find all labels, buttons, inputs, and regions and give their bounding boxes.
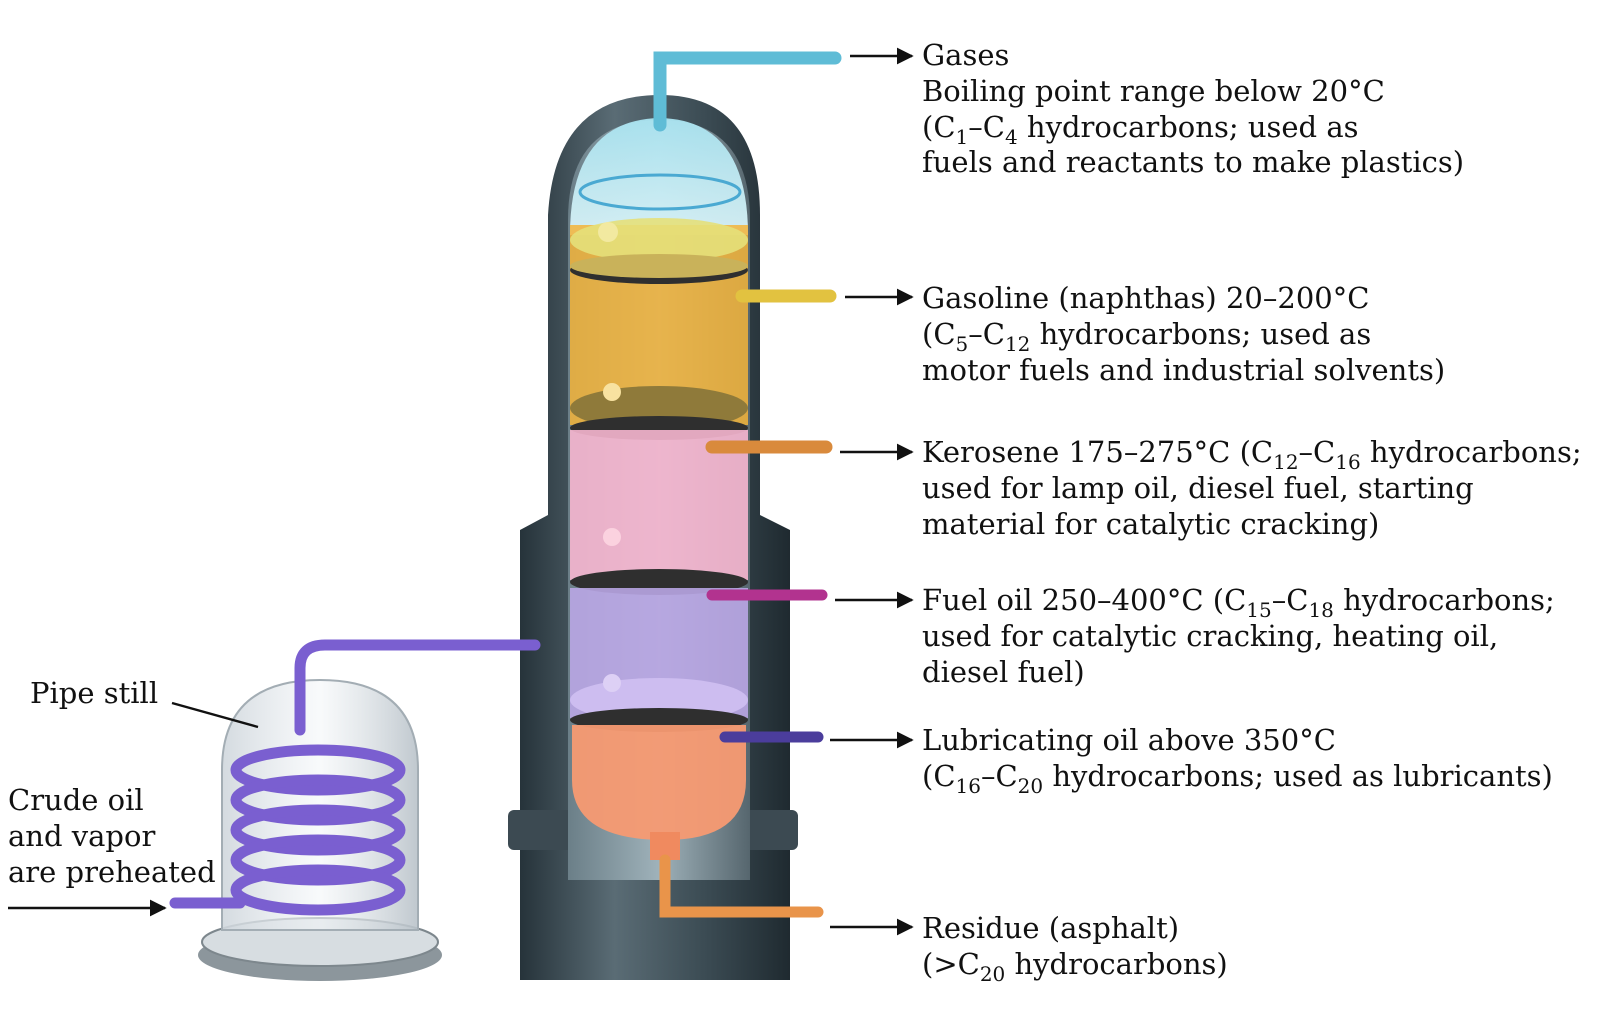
tray-1-top: [570, 254, 748, 278]
lubricating-carbon-range: (C16–C20 hydrocarbons; used as lubricant…: [922, 759, 1553, 798]
crude-label-3: are preheated: [8, 855, 216, 889]
labels: Gases Boiling point range below 20°C (C1…: [8, 38, 1582, 986]
kerosene-chamber: [570, 430, 748, 580]
pipe-still: [169, 639, 541, 981]
gasoline-uses: motor fuels and industrial solvents): [922, 353, 1445, 387]
residue-carbon-range: (>C20 hydrocarbons): [922, 947, 1228, 986]
kerosene-uses-2: material for catalytic cracking): [922, 507, 1379, 541]
fuel-oil-uses-1: used for catalytic cracking, heating oil…: [922, 619, 1498, 653]
bubble-cap-2: [603, 383, 621, 401]
pipe-still-leader: [171, 701, 259, 729]
still-to-column-pipe: [294, 639, 541, 736]
kerosene-uses-1: used for lamp oil, diesel fuel, starting: [922, 471, 1474, 505]
gases-carbon-range: (C1–C4 hydrocarbons; used as: [922, 110, 1359, 149]
bubble-cap-3: [603, 528, 621, 546]
bubble-cap-1: [598, 222, 618, 242]
gases-outlet-pipe: [653, 51, 842, 132]
gases-label: Gases: [922, 38, 1009, 72]
fuel-oil-label: Fuel oil 250–400°C (C15–C18 hydrocarbons…: [922, 583, 1555, 622]
residue-outlet-pipe: [659, 854, 824, 918]
lubricating-label: Lubricating oil above 350°C: [922, 723, 1336, 757]
crude-label-2: and vapor: [8, 819, 155, 853]
distillation-column: [508, 51, 842, 980]
gases-tray: [578, 173, 742, 211]
fuel-oil-uses-2: diesel fuel): [922, 655, 1085, 689]
gasoline-label: Gasoline (naphthas) 20–200°C: [922, 281, 1369, 315]
gases-uses: fuels and reactants to make plastics): [922, 145, 1464, 179]
crude-label-1: Crude oil: [8, 783, 144, 817]
residue-label: Residue (asphalt): [922, 911, 1179, 945]
gasoline-carbon-range: (C5–C12 hydrocarbons; used as: [922, 317, 1371, 356]
lubricating-chamber: [572, 725, 746, 840]
output-arrows: [8, 47, 914, 936]
kerosene-label: Kerosene 175–275°C (C12–C16 hydrocarbons…: [922, 435, 1582, 474]
heating-coil: [230, 744, 406, 916]
gases-bp: Boiling point range below 20°C: [922, 74, 1385, 108]
pipe-still-label: Pipe still: [30, 676, 158, 710]
bubble-cap-4: [603, 674, 621, 692]
